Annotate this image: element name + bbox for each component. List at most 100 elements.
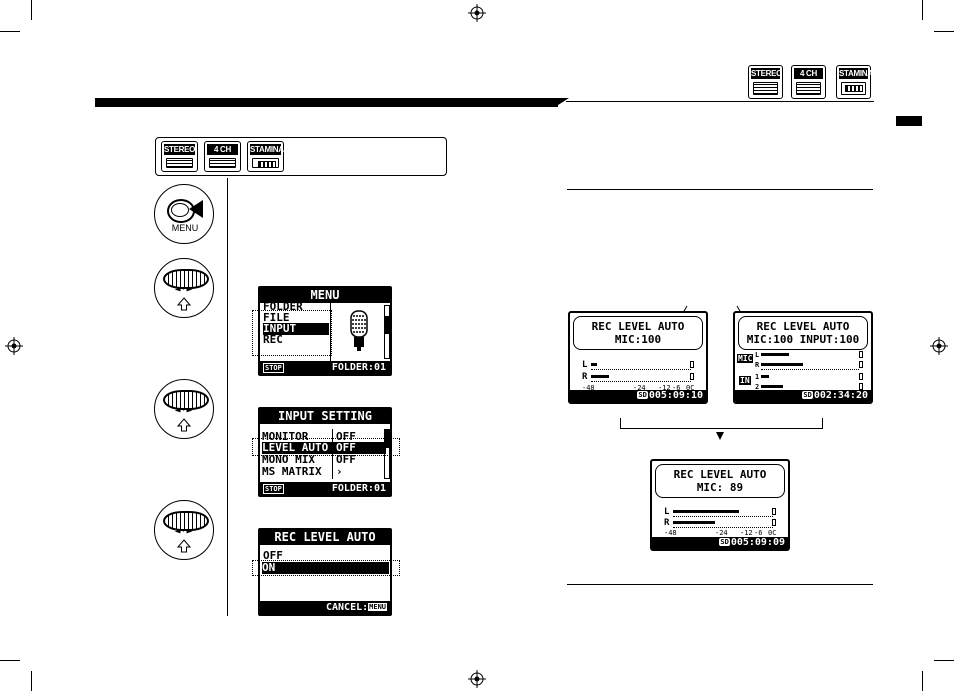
- level-meter-result-screen: REC LEVEL AUTO MIC: 89 L R -48 -24 -12 -…: [650, 459, 790, 551]
- bubble-title: REC LEVEL AUTO: [756, 320, 850, 333]
- rec-level-auto-bubble: REC LEVEL AUTO MIC: 89: [655, 464, 785, 498]
- lcd-input-setting-screen: INPUT SETTING MONITOR OFF LEVEL AUTO OFF…: [258, 407, 392, 497]
- bubble-subtitle: MIC:100: [614, 333, 662, 346]
- stereo-icon: [166, 158, 193, 168]
- channel-label-l: L: [664, 507, 670, 517]
- stereo-mode-badge: STEREO: [161, 141, 198, 172]
- channel-label-l: L: [755, 351, 760, 359]
- meter-peak-marker: [772, 519, 776, 526]
- lcd-footer: CANCEL:MENU: [260, 601, 390, 614]
- highlight-frame: [252, 438, 400, 456]
- battery-icon: [252, 158, 279, 168]
- meter-bar-l: [591, 363, 597, 366]
- rec-level-auto-bubble: REC LEVEL AUTO MIC:100: [573, 316, 703, 350]
- meter-bar-l: [761, 353, 789, 356]
- level-meter-4ch-screen: REC LEVEL AUTO MIC:100 INPUT:100 MIC L R…: [733, 311, 873, 404]
- crop-mark: [934, 660, 954, 661]
- remaining-time: 005:09:09: [730, 537, 785, 548]
- lcd-scrollbar: [384, 429, 390, 479]
- meter-peak-marker: [690, 373, 694, 380]
- setting-label: MONO MIX: [262, 453, 315, 466]
- step-2-dial-illustration: ◄·►: [154, 258, 214, 318]
- crop-mark: [31, 671, 32, 691]
- meter-bar-1: [761, 375, 769, 378]
- 4ch-icon: [796, 82, 821, 95]
- scrollbar-thumb: [385, 430, 389, 448]
- menu-item-input: INPUT: [263, 323, 329, 335]
- registration-mark-icon: [930, 337, 948, 355]
- badge-label: 4 CH: [794, 68, 823, 79]
- lcd-divider: [332, 429, 333, 479]
- 4ch-mode-badge: 4 CH: [204, 141, 241, 172]
- option-on: ON: [262, 562, 389, 574]
- scale-tick: 0C: [768, 529, 777, 537]
- highlight-frame: [252, 310, 332, 356]
- sd-card-icon: SD: [719, 538, 730, 546]
- step-1-menu-button-illustration: MENU: [154, 184, 214, 244]
- setting-row-mono-mix: MONO MIX OFF: [262, 454, 386, 466]
- channel-label-r: R: [755, 361, 760, 369]
- lcd-rec-level-auto-screen: REC LEVEL AUTO OFF ON CANCEL:MENU: [258, 528, 392, 616]
- badge-label: STAMINA: [250, 144, 284, 155]
- battery-icon: [841, 82, 866, 95]
- crop-mark: [934, 31, 954, 32]
- setting-row-level-auto: LEVEL AUTO OFF: [262, 442, 386, 454]
- crop-mark: [0, 31, 20, 32]
- channel-label-2: 2: [755, 383, 760, 391]
- folder-label: FOLDER:01: [331, 362, 386, 373]
- 4ch-icon: [209, 158, 236, 168]
- crop-mark: [31, 0, 32, 20]
- bubble-title: REC LEVEL AUTO: [591, 320, 685, 333]
- stereo-icon: [753, 82, 778, 95]
- bubble-title: REC LEVEL AUTO: [673, 468, 767, 481]
- scrollbar-thumb: [385, 316, 389, 334]
- registration-mark-icon: [5, 337, 23, 355]
- section-rule: [567, 584, 873, 585]
- lcd-footer: STOP FOLDER:01: [260, 482, 390, 495]
- header-rule: [566, 101, 874, 102]
- left-right-arrows-icon: ◄·►: [174, 405, 193, 416]
- push-arrow-icon: [177, 539, 191, 553]
- crop-mark: [0, 660, 20, 661]
- meter-track: [673, 516, 773, 517]
- down-arrow-icon: [716, 432, 724, 440]
- menu-button-inner: [171, 203, 189, 217]
- lcd-title: REC LEVEL AUTO: [260, 530, 390, 545]
- push-arrow-icon: [177, 297, 191, 311]
- stop-button-label: STOP: [263, 363, 284, 373]
- lcd-title: INPUT SETTING: [260, 409, 390, 424]
- channel-label-r: R: [582, 372, 588, 382]
- crop-mark: [922, 671, 923, 691]
- menu-item-folder: FOLDER: [263, 300, 303, 313]
- lcd-footer: STOP FOLDER:01: [260, 361, 390, 374]
- scale-tick: -48: [582, 384, 595, 392]
- scale-tick: 0C: [686, 384, 695, 392]
- meter-peak-marker: [859, 373, 863, 380]
- jog-dial-icon: [163, 390, 209, 410]
- meter-bar-r: [673, 521, 715, 524]
- chapter-edge-tab: [896, 116, 922, 126]
- badge-label: STEREO: [164, 144, 196, 155]
- badge-label: STAMINA: [839, 68, 873, 79]
- crop-mark: [922, 0, 923, 20]
- bracket-right: [822, 418, 823, 428]
- meter-peak-marker: [772, 508, 776, 515]
- registration-mark-icon: [468, 4, 486, 22]
- group-label-mic: MIC: [737, 354, 754, 363]
- meter-track: [761, 369, 859, 370]
- sd-card-icon: SD: [802, 391, 813, 399]
- setting-label: MS MATRIX: [262, 465, 322, 478]
- jog-dial-icon: [163, 269, 209, 289]
- step-divider: [227, 178, 228, 616]
- menu-item-file: FILE: [263, 311, 290, 324]
- left-right-arrows-icon: ◄·►: [174, 284, 193, 295]
- meter-bar-l: [673, 510, 739, 513]
- bracket-base: [620, 428, 823, 429]
- highlight-frame: [252, 560, 400, 576]
- bubble-subtitle: MIC:100 INPUT:100: [746, 333, 860, 346]
- meter-peak-marker: [859, 361, 863, 368]
- scale-tick: -12: [658, 384, 671, 392]
- step-4-dial-illustration: ◄·►: [154, 500, 214, 560]
